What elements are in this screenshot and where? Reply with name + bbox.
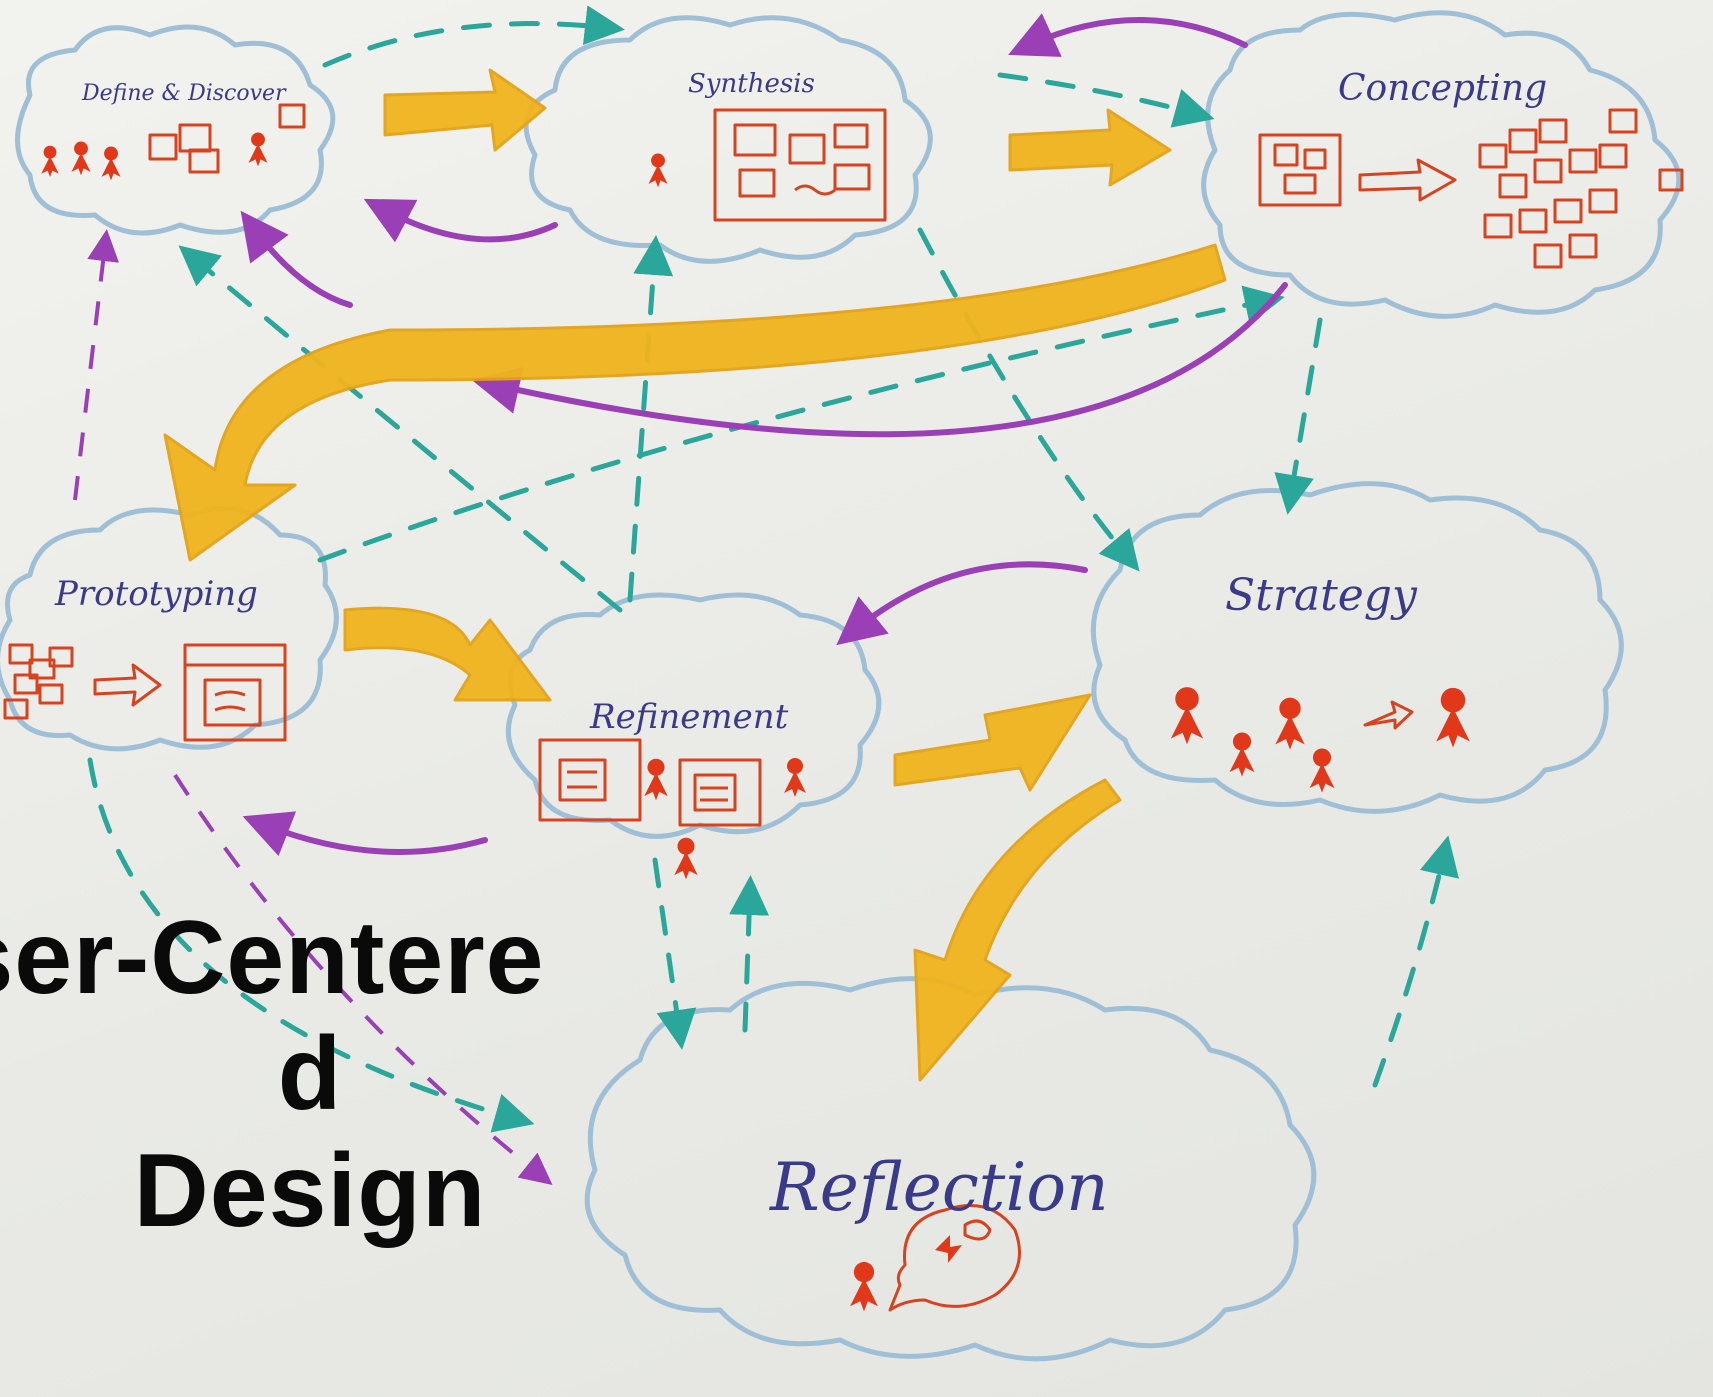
board-icon — [538, 738, 762, 827]
return-arrow-synthesis-define — [363, 198, 558, 243]
dashed-link-refinement-reflection — [652, 857, 697, 1050]
return-arrow-strategy-refinement — [836, 561, 1088, 646]
person-icon — [1275, 697, 1305, 750]
person-icon — [1229, 732, 1255, 777]
label-strategy: Strategy — [1225, 570, 1418, 621]
person-icon — [101, 146, 121, 181]
person-icon — [1436, 687, 1470, 748]
overlay-title: ser-Centere d Design — [0, 900, 620, 1249]
title-line-3: Design — [133, 1132, 487, 1249]
idea-icon — [935, 1235, 962, 1263]
flow-arrow-refinement-strategy — [893, 693, 1092, 792]
person-icon — [648, 153, 668, 188]
sticky-note-icon — [148, 103, 306, 174]
label-prototyping: Prototyping — [54, 574, 258, 614]
arrow-icon — [93, 663, 162, 707]
sticky-note-icon — [3, 643, 74, 720]
label-concepting: Concepting — [1338, 68, 1547, 109]
arrow-icon — [1363, 700, 1414, 730]
title-line-1: ser-Centere — [0, 900, 545, 1016]
dashed-link-prototyping-reflection — [87, 757, 535, 1133]
arrow-icon — [1358, 158, 1457, 202]
person-icon — [850, 1261, 878, 1312]
board-icon — [183, 643, 287, 742]
dashed-link-reflection-refinement — [729, 875, 770, 1033]
board-icon — [713, 108, 887, 222]
person-icon — [1309, 748, 1335, 793]
label-synthesis: Synthesis — [688, 69, 815, 99]
flow-arrow-concepting-prototyping — [163, 243, 1227, 562]
person-icon — [1170, 687, 1204, 745]
dashed-link-reflection-strategy — [1372, 835, 1459, 1088]
cloud-refinement — [505, 592, 882, 839]
person-icon — [644, 758, 668, 801]
person-icon — [248, 132, 268, 167]
cloud-define-discover — [15, 24, 336, 236]
flow-arrow-prototyping-refinement — [343, 606, 552, 702]
person-icon — [784, 758, 806, 797]
dashed-link-prototyping-define — [73, 229, 120, 501]
dashed-link-define-synthesis — [322, 5, 625, 68]
cloud-strategy — [1090, 481, 1624, 814]
flow-arrow-define-synthesis — [383, 68, 547, 152]
label-define-discover: Define & Discover — [81, 81, 287, 106]
person-icon — [674, 837, 698, 880]
title-line-2: d — [277, 1016, 343, 1133]
person-icon — [41, 145, 59, 177]
flow-arrow-synthesis-concepting — [1008, 108, 1172, 187]
board-icon — [1258, 133, 1342, 207]
return-arrow-concepting-prototyping — [471, 282, 1288, 438]
dashed-link-refinement-define — [178, 245, 623, 613]
dashed-link-concepting-strategy — [1274, 317, 1323, 515]
label-reflection: Reflection — [769, 1149, 1109, 1226]
return-arrow-prototyping-define — [240, 210, 353, 308]
dashed-link-synthesis-strategy — [917, 227, 1140, 572]
person-icon — [71, 141, 91, 176]
cloud-concepting — [1201, 10, 1682, 319]
return-arrow-refinement-prototyping — [242, 811, 488, 857]
cloud-synthesis — [523, 15, 933, 264]
dashed-link-refinement-synthesis — [627, 235, 674, 603]
thought-bubble-icon — [888, 1204, 1021, 1312]
dashed-link-prototyping-reflection-purple — [173, 773, 553, 1185]
dashed-link-synthesis-concepting — [997, 72, 1215, 128]
sticky-note-icon — [1478, 108, 1684, 269]
return-arrow-concepting-synthesis — [1008, 13, 1248, 57]
label-refinement: Refinement — [589, 697, 789, 737]
flow-arrow-strategy-reflection — [913, 778, 1122, 1082]
